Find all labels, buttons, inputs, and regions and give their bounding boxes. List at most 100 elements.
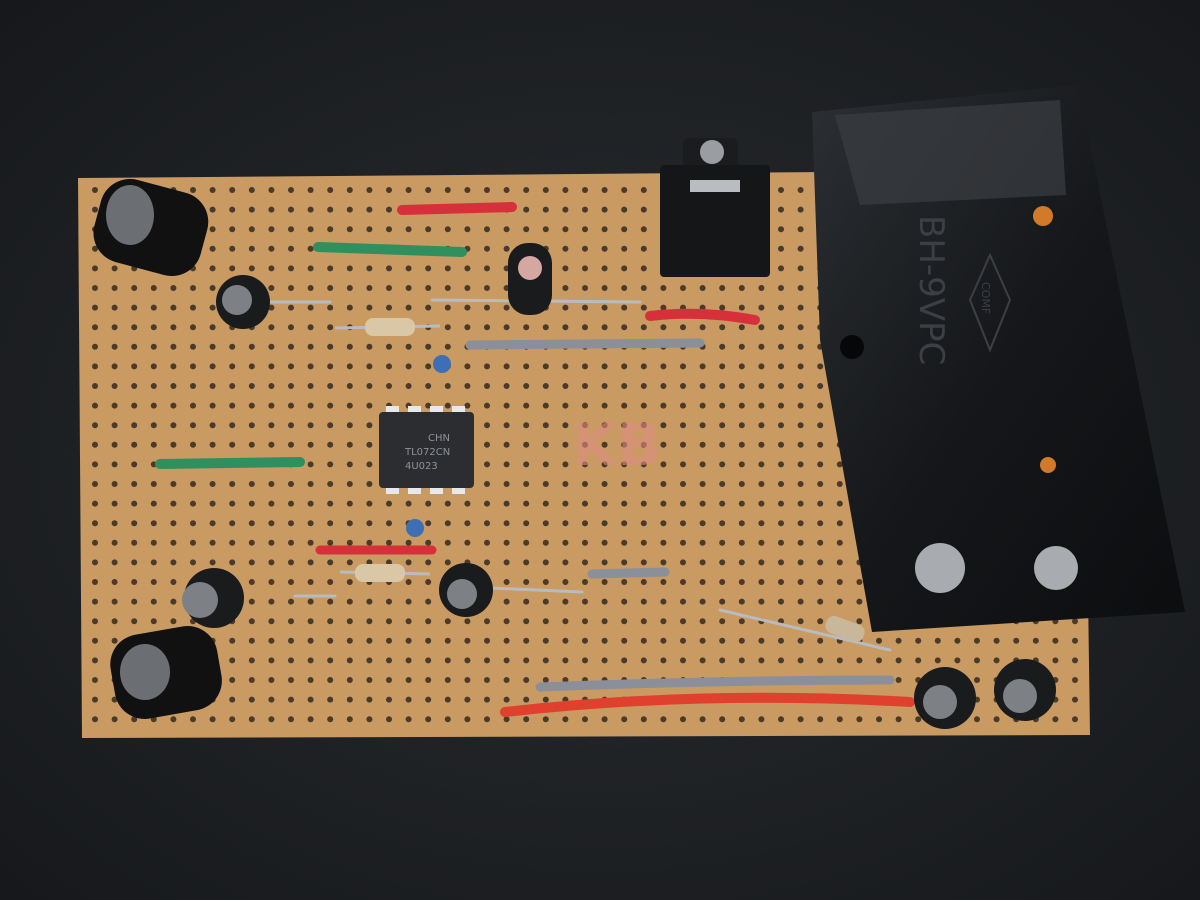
board-hole: [562, 500, 569, 507]
board-hole: [640, 187, 647, 193]
board-hole: [778, 559, 784, 566]
board-hole: [405, 265, 412, 272]
board-hole: [719, 285, 726, 291]
board-hole: [131, 285, 138, 291]
board-hole: [797, 245, 804, 252]
board-hole: [778, 187, 784, 193]
board-hole: [915, 716, 922, 723]
board-hole: [621, 520, 628, 527]
board-hole: [523, 598, 530, 605]
board-hole: [327, 539, 334, 546]
board-hole: [248, 245, 255, 252]
board-hole: [405, 383, 412, 389]
board-hole: [758, 461, 765, 468]
board-hole: [660, 383, 667, 389]
board-hole: [307, 579, 314, 585]
board-hole: [601, 285, 608, 291]
board-hole: [150, 441, 157, 448]
board-hole: [425, 657, 432, 664]
board-hole: [778, 226, 784, 233]
board-hole: [170, 716, 177, 723]
board-hole: [758, 520, 765, 527]
board-hole: [268, 618, 275, 625]
board-hole: [797, 285, 804, 291]
board-hole: [92, 500, 98, 507]
board-hole: [562, 304, 569, 311]
board-hole: [111, 539, 118, 546]
board-hole: [131, 500, 138, 507]
board-hole: [778, 383, 784, 389]
board-hole: [464, 716, 471, 723]
board-hole: [444, 226, 451, 233]
board-hole: [797, 559, 804, 566]
board-hole: [542, 461, 549, 468]
board-hole: [621, 598, 628, 605]
board-hole: [836, 481, 843, 487]
board-hole: [92, 559, 98, 566]
board-hole: [425, 559, 432, 566]
board-hole: [111, 637, 118, 644]
board-hole: [92, 285, 98, 291]
board-hole: [190, 422, 196, 429]
board-hole: [503, 539, 510, 546]
board-hole: [778, 363, 784, 370]
board-hole: [915, 657, 922, 664]
board-hole: [895, 637, 902, 644]
board-hole: [778, 461, 784, 468]
board-hole: [131, 618, 138, 625]
board-hole: [307, 245, 314, 252]
board-hole: [484, 226, 490, 233]
board-hole: [190, 187, 196, 193]
board-hole: [327, 520, 334, 527]
board-hole: [346, 579, 353, 585]
board-hole: [92, 304, 98, 311]
board-hole: [680, 579, 686, 585]
board-hole: [307, 402, 314, 409]
board-hole: [484, 637, 490, 644]
board-hole: [680, 716, 686, 723]
board-hole: [150, 500, 157, 507]
board-hole: [209, 559, 216, 566]
board-hole: [150, 383, 157, 389]
board-hole: [699, 579, 706, 585]
board-hole: [601, 559, 608, 566]
board-hole: [758, 598, 765, 605]
board-hole: [346, 598, 353, 605]
board-hole: [386, 559, 392, 566]
board-hole: [503, 187, 510, 193]
board-hole: [229, 500, 236, 507]
inductor-core: [106, 185, 154, 245]
board-hole: [170, 598, 177, 605]
board-hole: [758, 285, 765, 291]
board-hole: [111, 441, 118, 448]
board-hole: [562, 226, 569, 233]
board-hole: [738, 383, 745, 389]
board-hole: [503, 226, 510, 233]
board-hole: [248, 677, 255, 683]
board-hole: [660, 539, 667, 546]
board-hole: [758, 500, 765, 507]
board-hole: [307, 598, 314, 605]
board-hole: [582, 324, 588, 331]
board-hole: [288, 481, 294, 487]
board-hole: [719, 441, 726, 448]
board-hole: [523, 187, 530, 193]
board-hole: [248, 598, 255, 605]
board-hole: [719, 402, 726, 409]
board-hole: [405, 637, 412, 644]
board-hole: [288, 539, 294, 546]
board-hole: [817, 441, 824, 448]
board-hole: [229, 206, 236, 213]
board-hole: [719, 618, 726, 625]
board-hole: [288, 285, 294, 291]
board-hole: [817, 539, 824, 546]
board-hole: [307, 559, 314, 566]
board-hole: [346, 206, 353, 213]
board-hole: [601, 363, 608, 370]
board-hole: [366, 677, 373, 683]
board-hole: [425, 343, 432, 350]
board-hole: [758, 363, 765, 370]
board-hole: [699, 383, 706, 389]
board-hole: [817, 402, 824, 409]
board-hole: [170, 343, 177, 350]
